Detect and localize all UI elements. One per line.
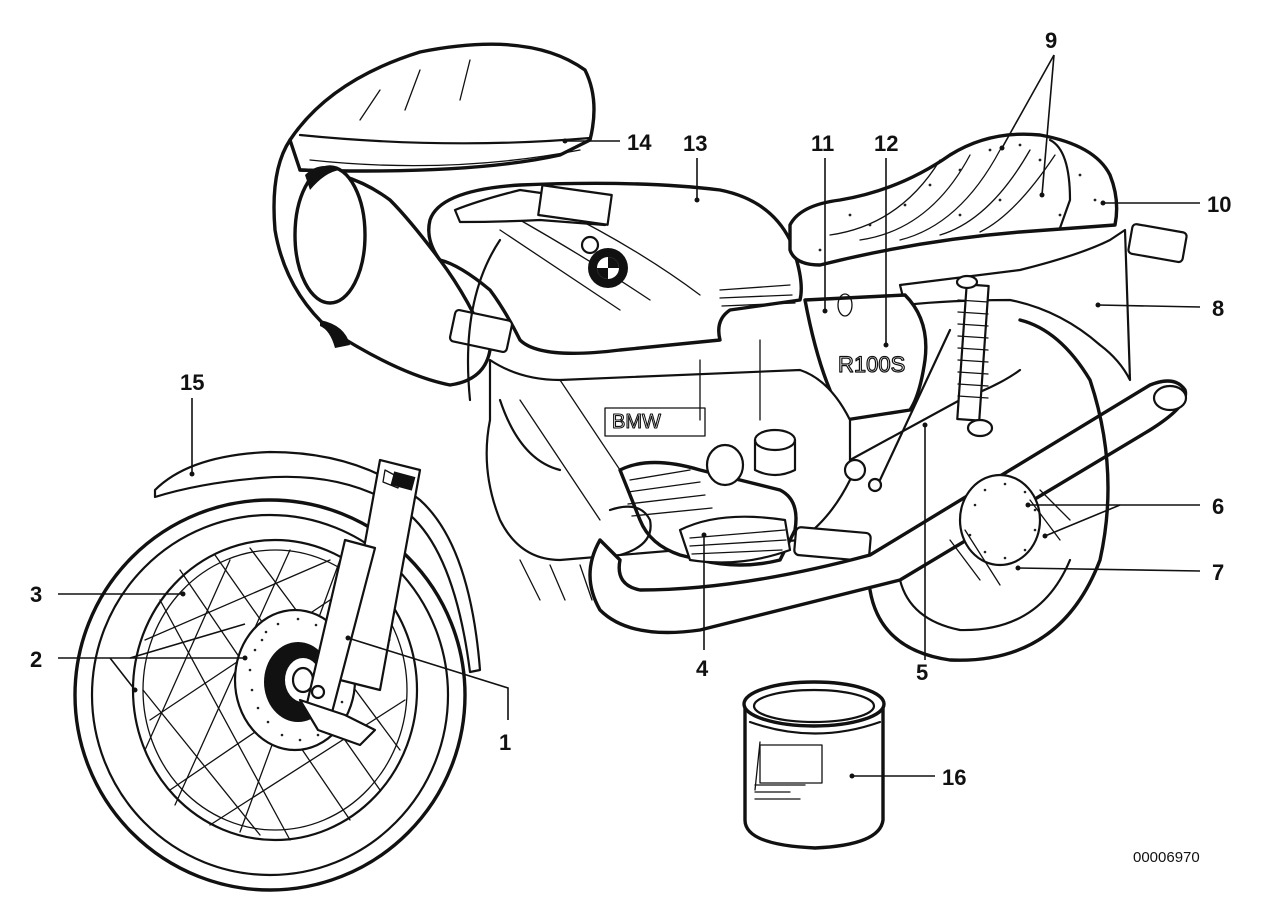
callout-9: 9 bbox=[1045, 28, 1057, 53]
rear-wheel bbox=[868, 318, 1110, 662]
callout-6: 6 bbox=[1212, 494, 1224, 519]
callout-12: 12 bbox=[874, 131, 898, 156]
callout-7: 7 bbox=[1212, 560, 1224, 585]
front-fork bbox=[298, 458, 422, 747]
callout-labels: 1 2 3 4 5 6 7 8 9 10 11 12 13 14 15 16 bbox=[30, 28, 1231, 790]
front-wheel bbox=[73, 498, 467, 892]
callout-4: 4 bbox=[696, 656, 709, 681]
callout-11: 11 bbox=[811, 131, 834, 156]
rear-brake-disc-holes bbox=[968, 482, 1037, 560]
callout-leaders bbox=[58, 54, 1201, 779]
bmw-engine-lettering: BMW bbox=[612, 411, 661, 433]
callout-1: 1 bbox=[499, 730, 511, 755]
reference-number: 00006970 bbox=[1133, 849, 1200, 866]
seat-texture bbox=[818, 143, 1097, 252]
exhaust bbox=[588, 379, 1188, 635]
callout-8: 8 bbox=[1212, 296, 1224, 321]
touch-up-paint-can bbox=[742, 680, 886, 850]
seat bbox=[788, 132, 1119, 267]
rear-shock-absorber bbox=[955, 274, 994, 438]
callout-16: 16 bbox=[942, 765, 966, 790]
rear-turn-signal bbox=[1127, 223, 1188, 264]
r100s-decal: R100S bbox=[838, 352, 905, 377]
callout-13: 13 bbox=[683, 131, 707, 156]
callout-5: 5 bbox=[916, 660, 928, 685]
callout-3: 3 bbox=[30, 582, 42, 607]
side-cover: R100S bbox=[803, 293, 928, 422]
headlight-fairing bbox=[272, 42, 596, 387]
callout-2: 2 bbox=[30, 647, 42, 672]
fuel-tank bbox=[427, 181, 803, 356]
engine-frame: BMW bbox=[466, 238, 1022, 601]
callout-14: 14 bbox=[627, 130, 652, 155]
callout-15: 15 bbox=[180, 370, 204, 395]
callout-10: 10 bbox=[1207, 192, 1231, 217]
front-turn-signal bbox=[448, 308, 514, 354]
